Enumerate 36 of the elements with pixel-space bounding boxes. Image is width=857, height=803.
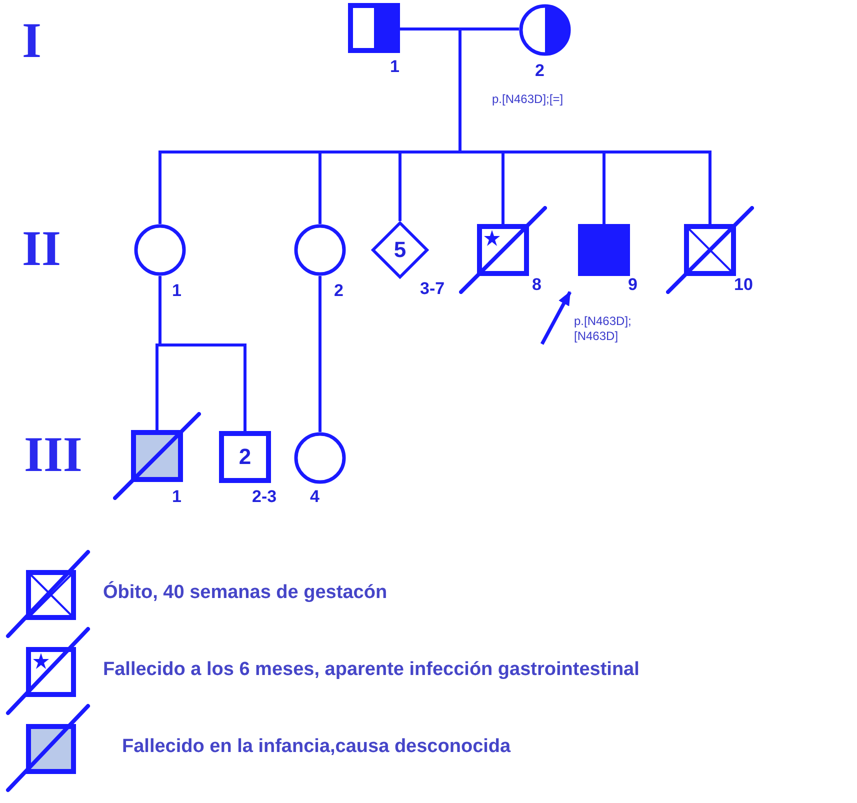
individual-number: 2-3 bbox=[252, 488, 277, 506]
legend-text: Fallecido a los 6 meses, aparente infección gastrointestinal bbox=[103, 659, 640, 681]
individual-number: 1 bbox=[390, 58, 400, 76]
descent-line bbox=[458, 29, 712, 224]
individual-number: 2 bbox=[535, 62, 544, 80]
generation-label: I bbox=[22, 14, 42, 66]
individual-number: 4 bbox=[310, 488, 320, 506]
individual-number: 10 bbox=[734, 276, 753, 294]
male-symbol bbox=[131, 430, 183, 482]
female-symbol bbox=[294, 224, 346, 276]
individual-number: 1 bbox=[172, 282, 182, 300]
female-symbol bbox=[294, 432, 346, 484]
female-symbol bbox=[134, 224, 186, 276]
individual-number: 1 bbox=[172, 488, 182, 506]
legend-text: Óbito, 40 semanas de gestacón bbox=[103, 582, 388, 604]
male-symbol bbox=[578, 224, 630, 276]
legend-text: Fallecido en la infancia,causa desconocida bbox=[122, 736, 511, 758]
generation-label: II bbox=[22, 222, 61, 274]
descent-line bbox=[318, 276, 322, 432]
female-symbol bbox=[519, 4, 571, 56]
male-symbol bbox=[219, 431, 271, 483]
sibling-count: 5 bbox=[392, 236, 408, 264]
generation-label: III bbox=[24, 428, 82, 480]
genotype-note: p.[N463D];[=] bbox=[492, 92, 564, 107]
individual-number: 9 bbox=[628, 276, 638, 294]
proband-arrow bbox=[540, 291, 572, 345]
male-symbol bbox=[477, 224, 529, 276]
individual-number: 3-7 bbox=[420, 280, 445, 298]
sibling-count: 2 bbox=[238, 443, 252, 471]
genotype-note: p.[N463D]; [N463D] bbox=[574, 314, 632, 344]
descent-line bbox=[158, 276, 246, 431]
sex-unknown-symbol bbox=[371, 221, 429, 279]
individual-number: 2 bbox=[334, 282, 344, 300]
mating-line bbox=[400, 28, 519, 30]
male-symbol bbox=[684, 224, 736, 276]
individual-number: 8 bbox=[532, 276, 542, 294]
